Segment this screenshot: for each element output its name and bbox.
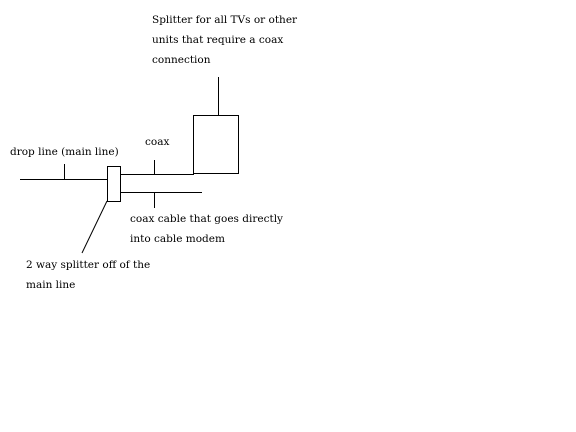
two-way-splitter-label-line-2: main line [26,279,76,291]
two-way-splitter-label-line-1: 2 way splitter off of the [26,259,151,271]
modem-cable-label-line-2: into cable modem [130,233,225,245]
two-way-splitter-leader [81,200,108,254]
drop-line-label: drop line (main line) [10,142,119,162]
tv-splitter-label-line-1: Splitter for all TVs or other [152,14,298,26]
two-way-splitter-box [107,166,121,202]
two-way-splitter-label: 2 way splitter off of the main line [26,255,150,295]
modem-cable-label: coax cable that goes directly into cable… [130,209,283,249]
tv-splitter-label-line-2: units that require a coax [152,34,284,46]
tv-splitter-label-line-3: connection [152,54,211,66]
drop-line-label-text: drop line (main line) [10,146,119,158]
coax-label-text: coax [145,136,170,148]
coax-label: coax [145,132,169,152]
tv-splitter-label: Splitter for all TVs or other units that… [152,10,297,70]
modem-cable-label-line-1: coax cable that goes directly [130,213,283,225]
tv-splitter-box [193,115,239,174]
